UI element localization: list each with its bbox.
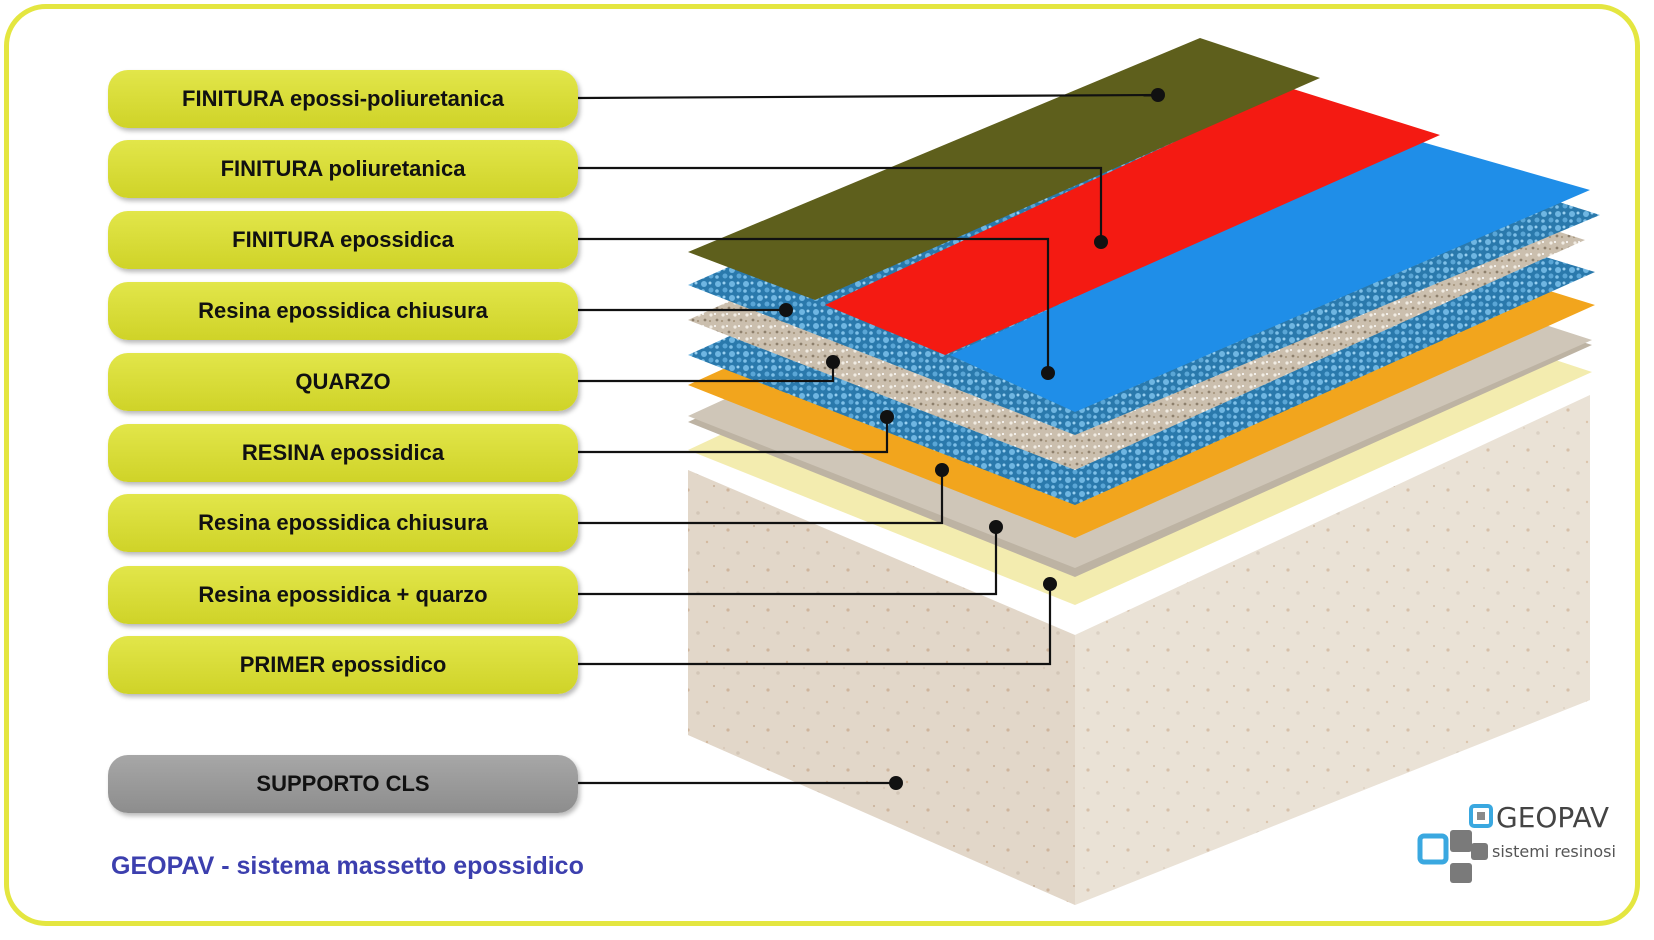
leader-line-3: [578, 237, 1050, 373]
leader-line-7: [578, 470, 944, 525]
leader-dot-7: [935, 463, 949, 477]
layer-label-6-text: RESINA epossidica: [241, 440, 445, 465]
layer-label-1: FINITURA epossi-poliuretanica: [108, 70, 578, 128]
leader-dot-8: [989, 520, 1003, 534]
layer-label-1-text: FINITURA epossi-poliuretanica: [182, 86, 504, 111]
concrete-right-face: [1075, 395, 1590, 905]
leader-dot-1: [1151, 88, 1165, 102]
diagram-caption: GEOPAV - sistema massetto epossidico: [111, 852, 584, 880]
layer-label-8-text: Resina epossidica + quarzo: [198, 582, 488, 607]
layer-label-7: Resina epossidica chiusura: [108, 494, 578, 552]
leader-dot-6: [880, 410, 894, 424]
finish-blue: [950, 140, 1590, 412]
layer-label-5-text: QUARZO: [295, 369, 391, 394]
support-label: SUPPORTO CLS: [108, 755, 578, 813]
finish-red: [825, 88, 1440, 355]
leader-dot-2: [1094, 235, 1108, 249]
layer-label-3-text: FINITURA epossidica: [232, 227, 454, 252]
layer-label-7-text: Resina epossidica chiusura: [198, 510, 488, 535]
layer-label-4-text: Resina epossidica chiusura: [198, 298, 488, 323]
leader-line-6: [578, 417, 889, 454]
leader-dot-9: [1043, 577, 1057, 591]
layer-label-4: Resina epossidica chiusura: [108, 282, 578, 340]
layer-label-5: QUARZO: [108, 353, 578, 411]
layer-label-2-text: FINITURA poliuretanica: [220, 156, 466, 181]
leader-line-8: [578, 527, 998, 596]
concrete-right-shade: [1075, 395, 1590, 905]
layer-label-2: FINITURA poliuretanica: [108, 140, 578, 198]
logo-tagline: sistemi resinosi: [1492, 842, 1616, 861]
leader-line-9: [578, 584, 1052, 666]
layer-label-8: Resina epossidica + quarzo: [108, 566, 578, 624]
layer-label-9-text: PRIMER epossidico: [239, 652, 447, 677]
leader-line-1: [577, 93, 1159, 100]
layer-label-3: FINITURA epossidica: [108, 211, 578, 269]
concrete-left-face: [688, 470, 1075, 905]
layer-label-9: PRIMER epossidico: [108, 636, 578, 694]
leader-dot-3: [1041, 366, 1055, 380]
layer-label-6: RESINA epossidica: [108, 424, 578, 482]
concrete-left-shade: [688, 470, 1075, 905]
leader-dot-support: [889, 776, 903, 790]
logo-name: GEOPAV: [1496, 801, 1610, 834]
support-label-text: SUPPORTO CLS: [256, 771, 430, 796]
leader-dot-4: [779, 303, 793, 317]
leader-line-2: [578, 166, 1103, 242]
geopav-logo-icon: [1417, 804, 1493, 883]
leader-dot-5: [826, 355, 840, 369]
